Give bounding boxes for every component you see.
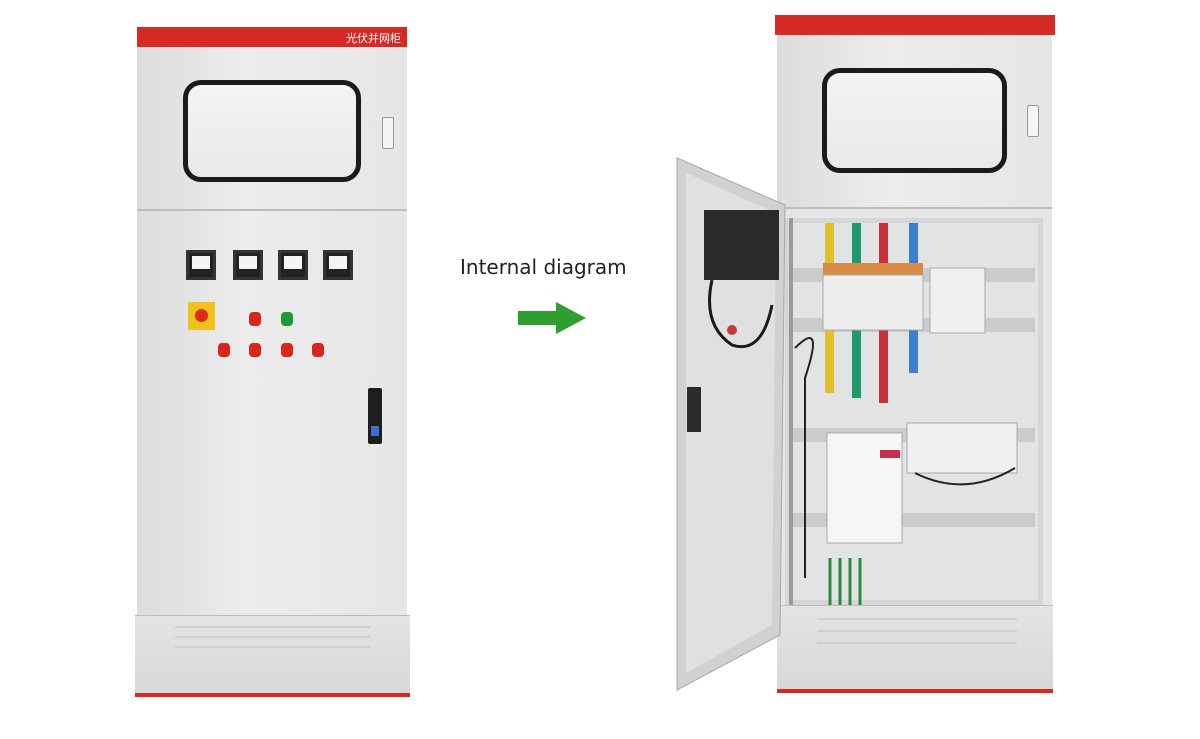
door-handle[interactable]: [368, 388, 382, 444]
indicator-lamp: [281, 343, 293, 357]
indicator-lamp: [249, 312, 261, 326]
indicator-lamp: [281, 312, 293, 326]
open-door[interactable]: [672, 155, 797, 695]
cabinet-base: [135, 615, 410, 697]
closed-cabinet: 光伏并网柜: [135, 27, 410, 697]
caption-label: Internal diagram: [460, 255, 627, 279]
open-cabinet: [775, 15, 1055, 693]
viewing-window: [822, 68, 1007, 173]
meter: [278, 250, 308, 280]
indicator-lamp: [218, 343, 230, 357]
cabinet-nameplate: 光伏并网柜: [346, 32, 401, 45]
meter: [186, 250, 216, 280]
cabinet-base: [777, 605, 1053, 693]
door-handle: [687, 387, 701, 432]
rotary-switch[interactable]: [188, 302, 215, 330]
meter: [323, 250, 353, 280]
lock-icon[interactable]: [382, 117, 394, 149]
viewing-window: [183, 80, 361, 182]
cabinet-top-band: 光伏并网柜: [137, 27, 407, 47]
arrow-right-icon: [518, 302, 586, 334]
lower-door: [137, 211, 407, 615]
lock-icon[interactable]: [1027, 105, 1039, 137]
indicator-lamp: [312, 343, 324, 357]
cabinet-interior: [785, 218, 1043, 605]
indicator-lamp: [249, 343, 261, 357]
meter: [233, 250, 263, 280]
cabinet-top-band: [775, 15, 1055, 35]
